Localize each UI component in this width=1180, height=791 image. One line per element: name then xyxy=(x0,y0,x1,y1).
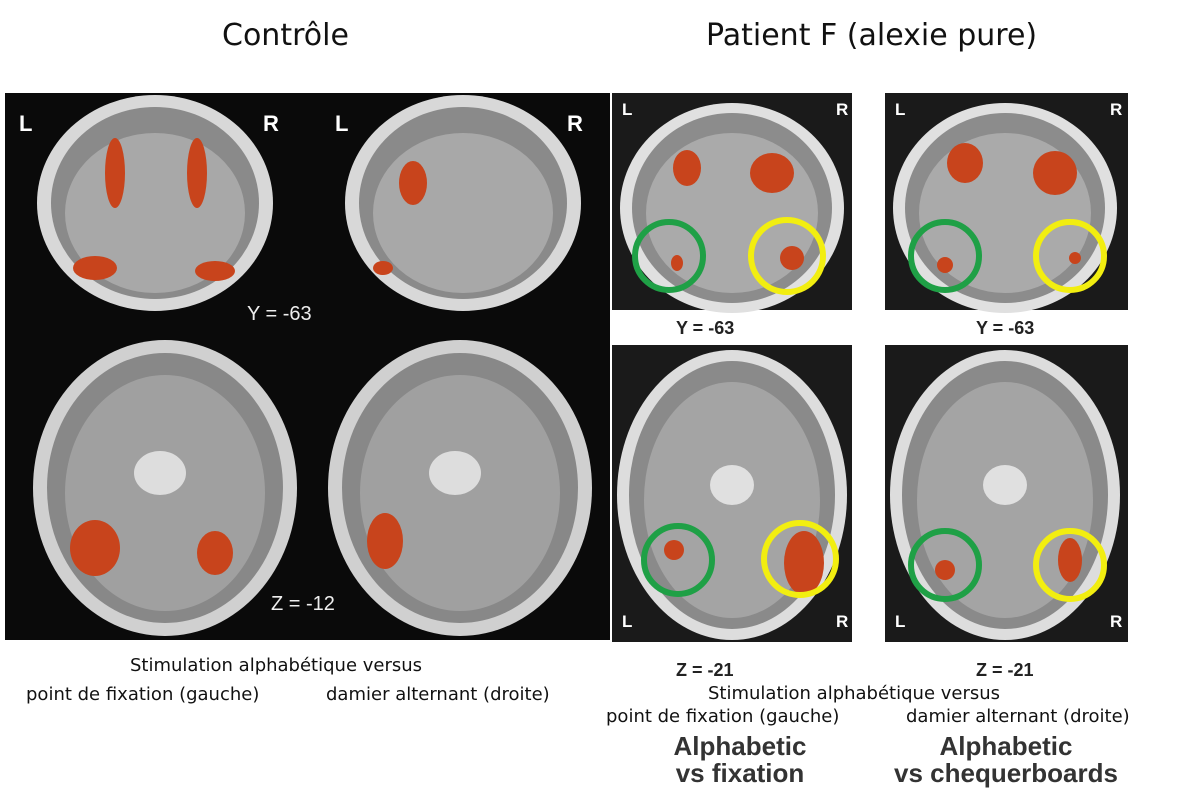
left-marker: L xyxy=(622,100,633,119)
right-marker: R xyxy=(836,100,849,119)
brain-coronal-left xyxy=(37,95,273,311)
yellow-circle xyxy=(1033,528,1107,602)
brain-axial-left xyxy=(33,340,297,636)
right-marker: R xyxy=(1110,612,1123,631)
control-caption-right: damier alternant (droite) xyxy=(326,684,550,705)
right-marker: R xyxy=(567,111,583,136)
patient-coronal-chequerboards xyxy=(885,93,1128,313)
green-circle xyxy=(632,219,706,293)
patient-caption-left: point de fixation (gauche) xyxy=(606,706,840,727)
z-coordinate: Z = -12 xyxy=(271,593,335,615)
left-marker: L xyxy=(895,612,906,631)
original-label-fixation: Alphabetic vs fixation xyxy=(640,733,840,787)
yellow-circle xyxy=(1033,219,1107,293)
yellow-circle xyxy=(761,520,839,598)
left-marker: L xyxy=(335,111,349,136)
original-label-line: Alphabetic xyxy=(673,731,807,761)
patient-title: Patient F (alexie pure) xyxy=(706,18,1038,53)
original-label-line: vs chequerboards xyxy=(894,758,1118,788)
y-coordinate: Y = -63 xyxy=(247,303,312,325)
control-scan-panel: L R L R Y = -63 Z = -12 xyxy=(5,93,610,640)
z-coordinate: Z = -21 xyxy=(676,660,734,680)
patient-axial-chequerboards xyxy=(885,345,1128,642)
yellow-circle xyxy=(748,217,826,295)
green-circle xyxy=(641,523,715,597)
brain-axial-right xyxy=(328,340,592,636)
green-circle xyxy=(908,219,982,293)
patient-brain-images xyxy=(612,93,1128,642)
y-coordinate: Y = -63 xyxy=(976,318,1035,338)
y-coordinate: Y = -63 xyxy=(676,318,735,338)
patient-caption-right: damier alternant (droite) xyxy=(906,706,1130,727)
patient-caption-line1: Stimulation alphabétique versus xyxy=(708,683,1001,704)
original-label-line: vs fixation xyxy=(675,758,805,788)
left-marker: L xyxy=(622,612,633,631)
right-marker: R xyxy=(263,111,279,136)
original-label-chequerboards: Alphabetic vs chequerboards xyxy=(886,733,1126,787)
original-label-line: Alphabetic xyxy=(939,731,1073,761)
control-caption-left: point de fixation (gauche) xyxy=(26,684,260,705)
control-brain-images xyxy=(33,95,592,636)
green-circle xyxy=(908,528,982,602)
patient-coronal-fixation xyxy=(612,93,852,313)
right-marker: R xyxy=(1110,100,1123,119)
control-caption-line1: Stimulation alphabétique versus xyxy=(130,655,423,676)
right-marker: R xyxy=(836,612,849,631)
z-coordinate: Z = -21 xyxy=(976,660,1034,680)
control-title: Contrôle xyxy=(222,18,349,53)
patient-axial-fixation xyxy=(612,345,852,642)
left-marker: L xyxy=(895,100,906,119)
left-marker: L xyxy=(19,111,33,136)
brain-coronal-right xyxy=(345,95,581,311)
